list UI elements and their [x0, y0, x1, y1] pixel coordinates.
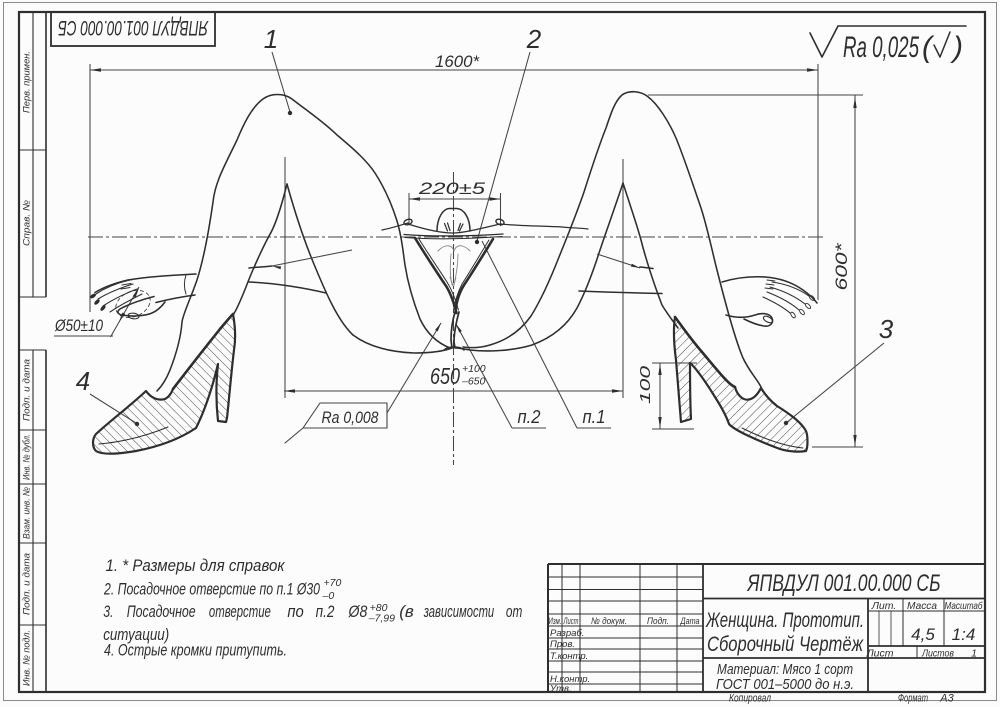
svg-text:Женщина. Прототип.: Женщина. Прототип. — [705, 609, 864, 632]
svg-text:–0: –0 — [322, 590, 335, 602]
svg-text:Копировал: Копировал — [729, 693, 771, 705]
svg-text:1. * Размеры для справок: 1. * Размеры для справок — [106, 556, 286, 575]
svg-text:+80: +80 — [370, 602, 388, 614]
svg-text:Подп.: Подп. — [647, 616, 669, 627]
svg-text:Утв.: Утв. — [549, 684, 572, 695]
svg-text:Пров.: Пров. — [550, 639, 575, 650]
svg-text:ГОСТ 001–5000 до н.э.: ГОСТ 001–5000 до н.э. — [716, 676, 854, 693]
svg-text:зависимости: зависимости — [423, 602, 495, 621]
svg-text:+100: +100 — [462, 363, 486, 375]
svg-text:Масштаб: Масштаб — [945, 600, 984, 612]
svg-text:1:4: 1:4 — [952, 625, 976, 644]
svg-text:Посадочное: Посадочное — [127, 602, 196, 621]
svg-text:Инв. № дубл.: Инв. № дубл. — [22, 434, 33, 480]
svg-text:–7,99: –7,99 — [368, 613, 395, 625]
svg-text:3.: 3. — [103, 602, 113, 621]
svg-text:2. Посадочное отверстие по п.: 2. Посадочное отверстие по п.1 Ø30 — [103, 580, 320, 599]
svg-text:Сборочный Чертёж: Сборочный Чертёж — [707, 633, 864, 656]
svg-text:(: ( — [922, 31, 935, 64]
svg-text:1: 1 — [971, 648, 977, 660]
svg-text:Н.контр.: Н.контр. — [550, 674, 590, 685]
svg-text:Материал: Мясо 1 сорт: Материал: Мясо 1 сорт — [717, 661, 853, 678]
svg-text:п.1: п.1 — [583, 407, 606, 427]
svg-text:3: 3 — [879, 314, 894, 344]
svg-text:Разраб.: Разраб. — [550, 628, 584, 639]
svg-text:по: по — [287, 602, 303, 621]
svg-text:4. Острые кромки притупить.: 4. Острые кромки притупить. — [104, 641, 287, 660]
svg-text:Ra 0,025: Ra 0,025 — [843, 31, 919, 64]
svg-text:1: 1 — [264, 24, 278, 54]
svg-text:от: от — [506, 602, 522, 621]
svg-text:4: 4 — [76, 366, 90, 396]
svg-text:Формат: Формат — [898, 693, 928, 705]
svg-text:Взам. инв. №: Взам. инв. № — [22, 487, 33, 539]
svg-text:Лит.: Лит. — [871, 600, 897, 612]
svg-text:600*: 600* — [832, 242, 851, 291]
svg-text:Т.контр.: Т.контр. — [550, 651, 588, 662]
svg-text:4,5: 4,5 — [911, 625, 935, 644]
svg-text:Дата: Дата — [680, 616, 700, 627]
svg-text:1600*: 1600* — [435, 52, 480, 71]
svg-text:п.2: п.2 — [518, 407, 541, 427]
svg-text:Лист: Лист — [865, 648, 893, 660]
svg-text:Подп. и дата: Подп. и дата — [22, 553, 33, 615]
svg-text:Справ. №: Справ. № — [22, 200, 33, 246]
svg-text:Изм.: Изм. — [549, 616, 562, 626]
svg-text:ЯПВДУЛ 001.00.000 СБ: ЯПВДУЛ 001.00.000 СБ — [58, 16, 209, 39]
svg-text:Ø8: Ø8 — [348, 602, 368, 621]
svg-text:Инв. № подл.: Инв. № подл. — [22, 630, 33, 686]
svg-text:п.2: п.2 — [316, 602, 335, 621]
svg-text:Листов: Листов — [921, 648, 954, 660]
svg-text:2: 2 — [526, 24, 542, 54]
svg-text:+70: +70 — [324, 577, 342, 589]
svg-text:отверстие: отверстие — [209, 602, 271, 621]
svg-text:ЯПВДУЛ 001.00.000 СБ: ЯПВДУЛ 001.00.000 СБ — [746, 570, 940, 597]
svg-text:(в: (в — [399, 602, 414, 621]
svg-text:Лист: Лист — [563, 616, 579, 626]
svg-text:650: 650 — [430, 363, 460, 389]
svg-text:А3: А3 — [939, 693, 954, 705]
svg-text:№ докум.: № докум. — [591, 616, 627, 627]
svg-text:Перв. примен.: Перв. примен. — [22, 51, 33, 113]
svg-text:–650: –650 — [461, 376, 486, 388]
svg-text:): ) — [950, 31, 963, 64]
svg-text:100: 100 — [637, 365, 654, 404]
svg-text:Масса: Масса — [907, 600, 937, 612]
svg-text:Подп. и дата: Подп. и дата — [22, 359, 33, 421]
svg-text:Ø50±10: Ø50±10 — [54, 316, 103, 335]
svg-text:ситуации): ситуации) — [103, 625, 169, 644]
svg-text:220±5: 220±5 — [418, 179, 486, 198]
svg-text:Ra 0,008: Ra 0,008 — [322, 408, 379, 427]
